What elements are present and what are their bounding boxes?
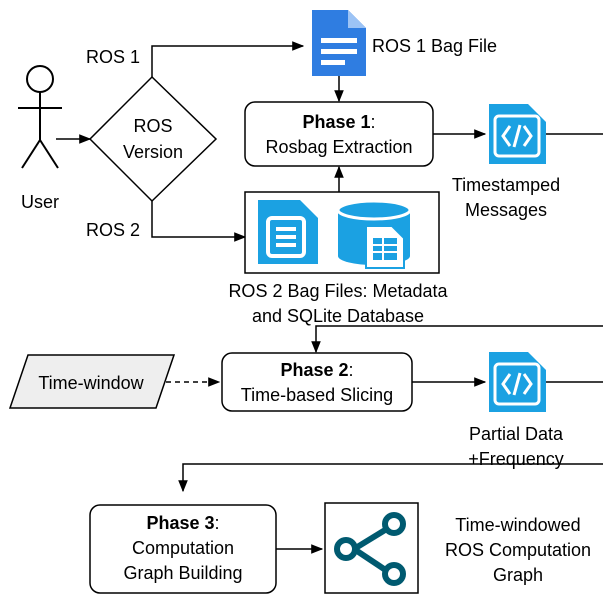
timestamped-label-line1: Timestamped (452, 175, 560, 195)
messages-to-phase2-arrow (311, 325, 603, 354)
ros2-branch-label: ROS 2 (86, 220, 140, 240)
timestamped-label-line2: Messages (465, 200, 547, 220)
decision-label-line1: ROS (133, 116, 172, 136)
time-window-input (8, 354, 176, 409)
graph-label-line1: Time-windowed (455, 515, 580, 535)
ros2-branch-arrow (151, 201, 247, 242)
user-actor-icon (18, 65, 62, 169)
graph-label-line3: Graph (493, 565, 543, 585)
ros1-bag-file-label: ROS 1 Bag File (372, 36, 497, 56)
sqlite-database-icon (336, 199, 412, 269)
decision-label-line2: Version (123, 142, 183, 162)
user-label: User (21, 192, 59, 212)
partial-data-code-icon (489, 352, 546, 412)
partial-data-label-line1: Partial Data (469, 424, 564, 444)
time-window-label: Time-window (38, 373, 144, 393)
ros2-bag-label-line1: ROS 2 Bag Files: Metadata (228, 281, 448, 301)
ros1-branch-arrow (151, 41, 305, 77)
phase1-title: Phase 1: (302, 112, 375, 132)
phase2-desc: Time-based Slicing (241, 385, 393, 405)
ros2-metadata-doc-icon (258, 200, 318, 264)
partial-data-label-line2: +Frequency (468, 449, 564, 469)
share-graph-icon (334, 512, 406, 586)
graph-label-line2: ROS Computation (445, 540, 591, 560)
phase2-title: Phase 2: (280, 360, 353, 380)
ros1-branch-label: ROS 1 (86, 47, 140, 67)
partial-to-phase3-arrow (178, 463, 603, 493)
ros2-bag-label-line2: and SQLite Database (252, 306, 424, 326)
ros-version-decision (88, 75, 218, 203)
phase3-desc-line1: Computation (132, 538, 234, 558)
phase3-desc-line2: Graph Building (123, 563, 242, 583)
phase1-desc: Rosbag Extraction (265, 137, 412, 157)
phase3-title: Phase 3: (146, 513, 219, 533)
ros1-bag-file-icon (312, 10, 366, 76)
timestamped-messages-code-icon (489, 104, 546, 164)
